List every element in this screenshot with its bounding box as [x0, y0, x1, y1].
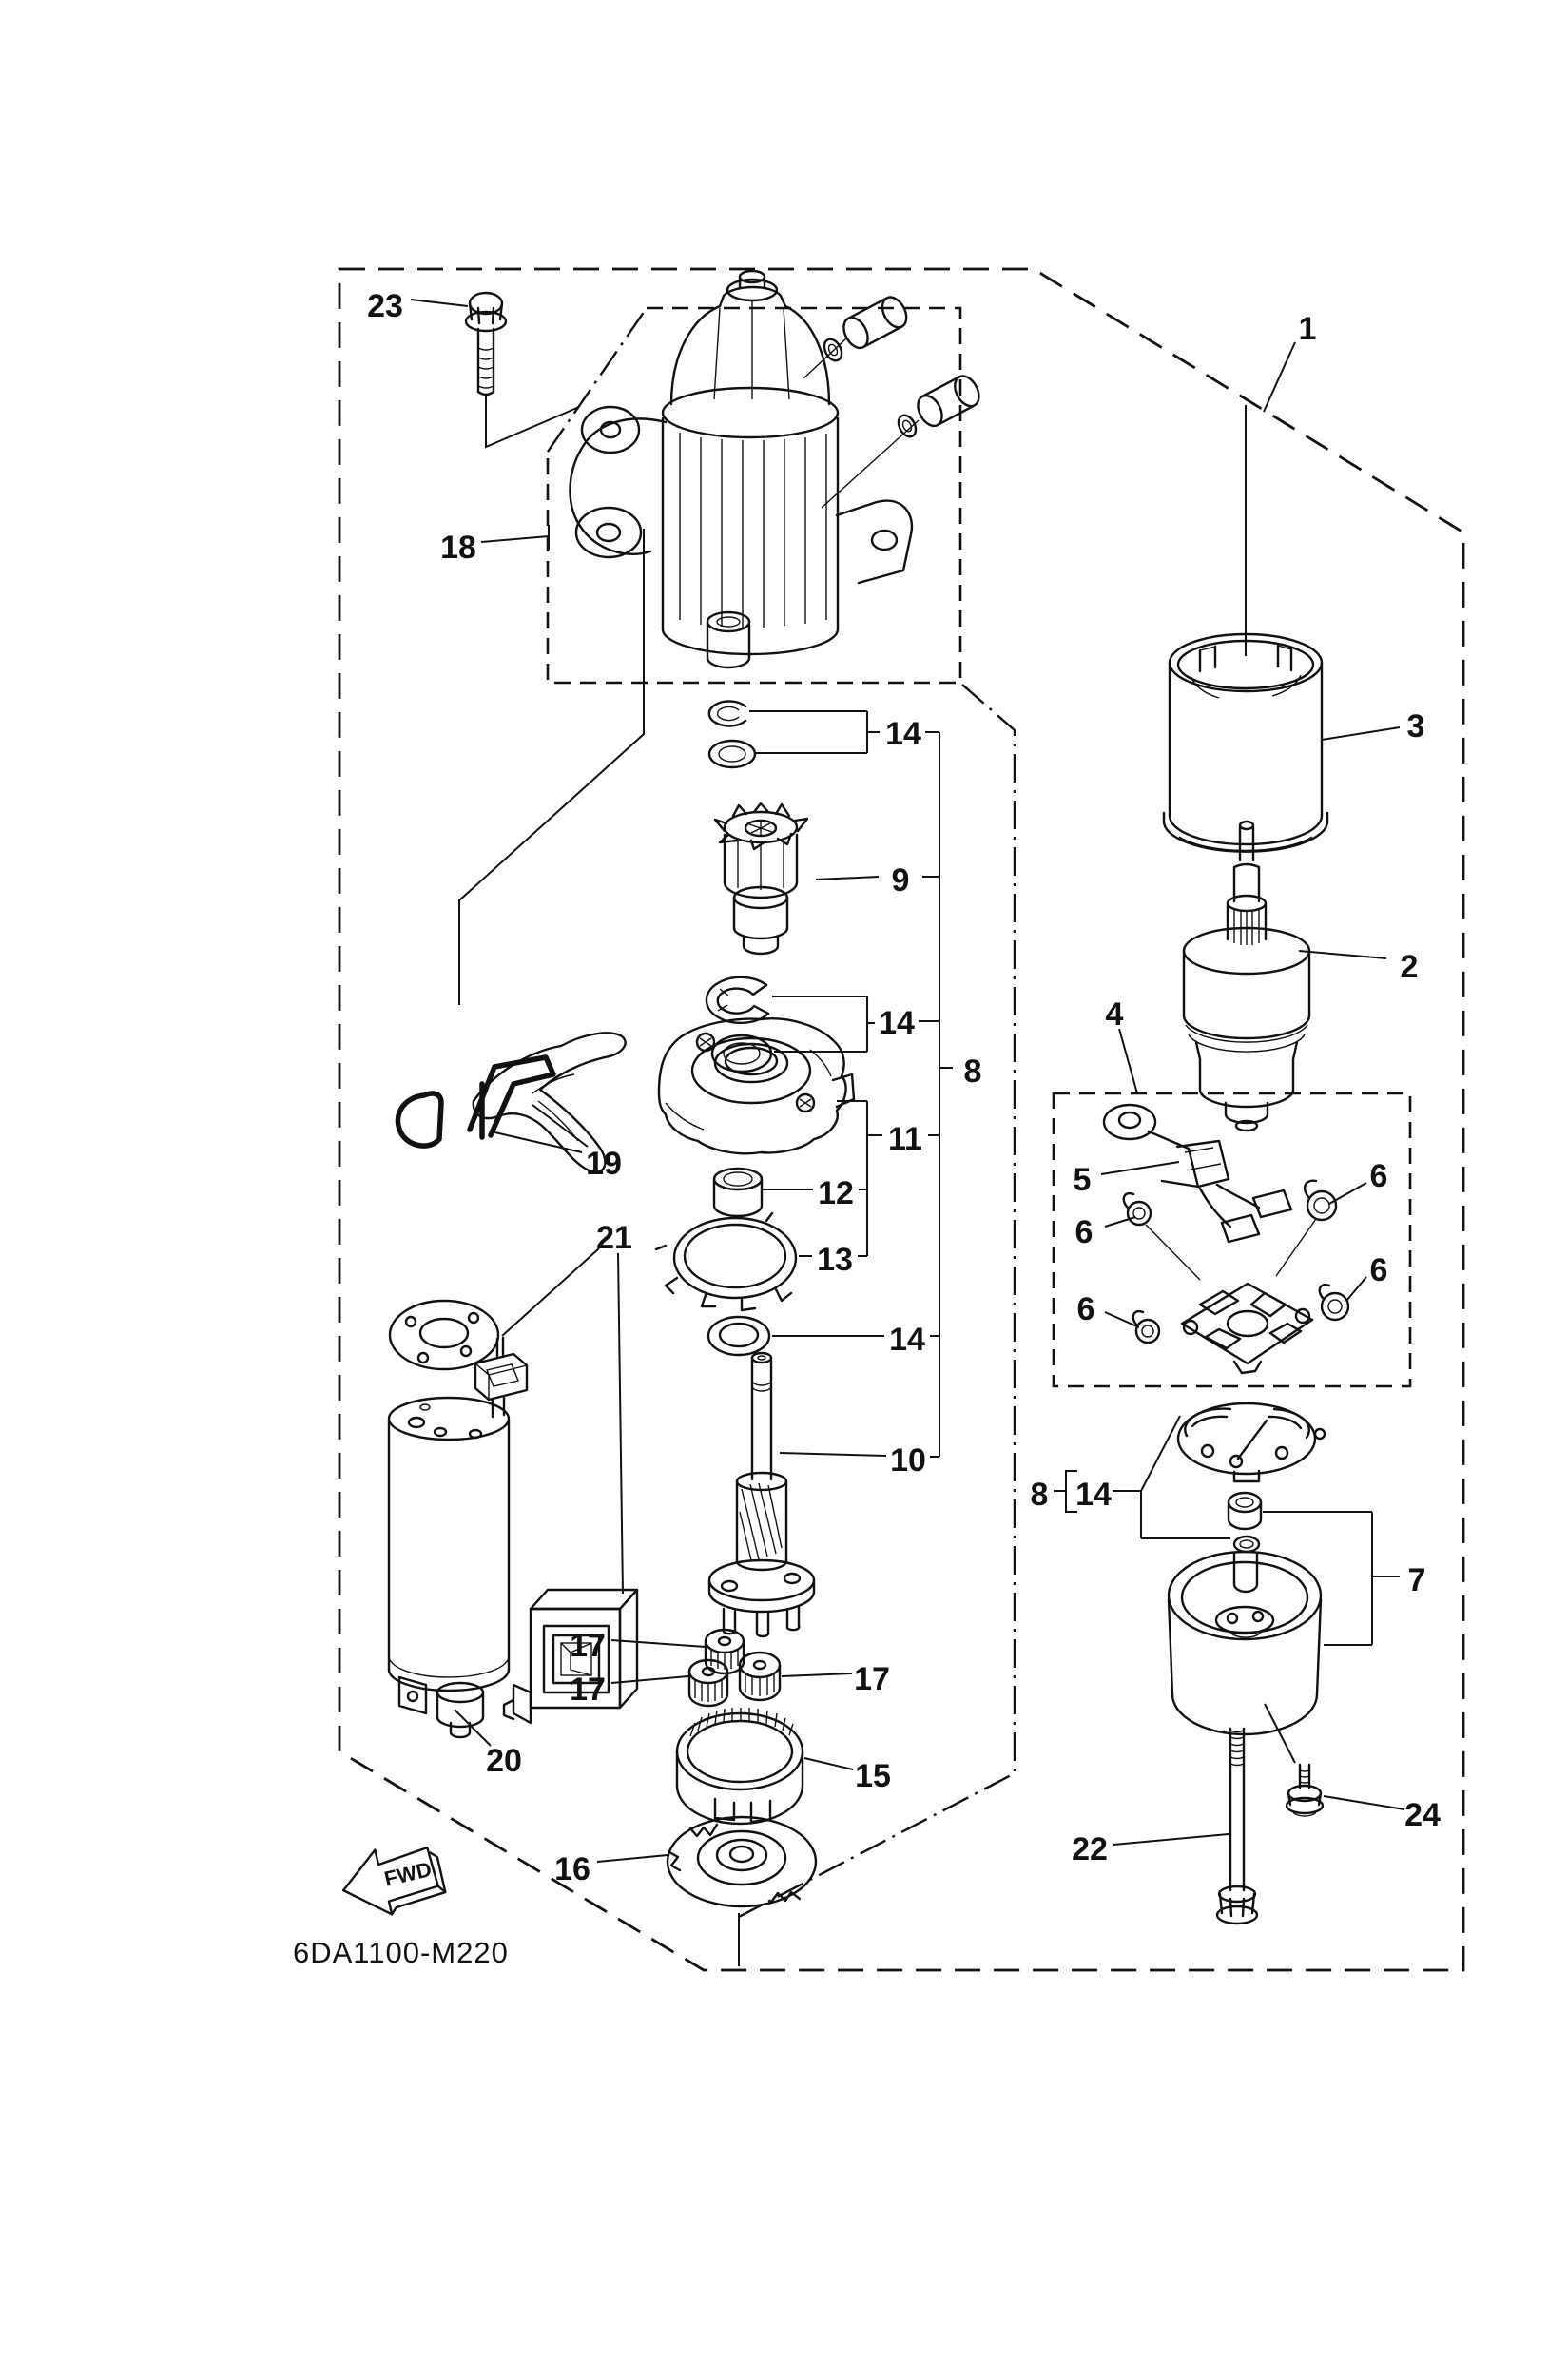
callout-14b: 14 [879, 1005, 915, 1041]
callout-6c: 6 [1370, 1252, 1388, 1288]
part-21-relay-bracket [502, 1588, 639, 1725]
callout-5: 5 [1074, 1162, 1092, 1198]
part-6-brush-springs [1122, 1179, 1350, 1344]
part-21-washer-plate [388, 1299, 500, 1371]
part4-dashed-box [1052, 1092, 1412, 1388]
callout-19: 19 [586, 1146, 622, 1182]
part-11-clutch-housing [657, 1017, 856, 1155]
callout-2: 2 [1401, 949, 1419, 985]
callout-22: 22 [1072, 1831, 1108, 1867]
part18-dashed-box [546, 306, 962, 685]
part-2-armature [1182, 820, 1311, 1132]
callout-labels: 23 18 1 3 2 4 14 9 14 8 11 12 13 5 6 6 6… [367, 288, 1441, 1887]
part-15-ring-gear [675, 1708, 804, 1826]
inner-subassembly-boundary [738, 684, 1016, 1919]
diagram-code: 6DA1100-M220 [293, 1936, 509, 1969]
callout-21: 21 [596, 1220, 632, 1256]
callout-17c: 17 [854, 1661, 890, 1697]
callout-8: 8 [964, 1054, 982, 1090]
part-18-starter-motor-assembly [569, 269, 980, 669]
part-13-lock-plate [654, 1211, 798, 1312]
leader-lines [410, 299, 1405, 1863]
callout-23: 23 [367, 288, 403, 324]
callout-17a: 17 [570, 1628, 606, 1664]
part-19-shift-fork-and-clips [395, 1032, 627, 1173]
callout-16: 16 [554, 1851, 590, 1887]
part-14-washer-lower [707, 1315, 771, 1357]
callout-11: 11 [888, 1121, 922, 1157]
callout-13: 13 [817, 1242, 853, 1278]
callout-6b: 6 [1075, 1214, 1094, 1250]
assembly-reference-lines [458, 394, 1296, 1966]
callout-14d: 14 [1075, 1477, 1112, 1513]
part-14-brush-end-plate-group [1176, 1402, 1326, 1554]
part-10-drive-shaft [707, 1351, 816, 1638]
callout-6d: 6 [1077, 1291, 1095, 1327]
callout-14a: 14 [885, 716, 921, 752]
callout-9: 9 [892, 862, 910, 899]
fwd-arrow: FWD [341, 1846, 447, 1916]
callout-6a: 6 [1370, 1158, 1388, 1194]
outer-assembly-boundary [338, 267, 1465, 1972]
callout-14c: 14 [889, 1322, 925, 1358]
part-22-through-bolt [1215, 1727, 1259, 1925]
part-16-thrust-plate [666, 1815, 818, 1908]
callout-8b: 8 [1031, 1477, 1049, 1513]
part-7-end-frame [1167, 1550, 1323, 1736]
callout-20: 20 [486, 1743, 522, 1779]
callout-4: 4 [1106, 996, 1124, 1033]
part-4-brush-holder-plate [1145, 1218, 1317, 1375]
callout-7: 7 [1408, 1562, 1426, 1598]
part-3-yoke-housing [1162, 632, 1329, 853]
part-14-circlip-washer-upper [707, 700, 757, 769]
callout-10: 10 [890, 1442, 926, 1479]
callout-17b: 17 [570, 1672, 606, 1708]
callout-15: 15 [855, 1758, 891, 1794]
part-24-screw [1285, 1763, 1325, 1817]
part-9-pinion-gear [713, 802, 809, 956]
part-20-magnetic-switch [387, 1336, 529, 1739]
part-17-planet-gears [687, 1628, 782, 1708]
callout-12: 12 [818, 1175, 854, 1211]
part-5-brush-assembly [1102, 1103, 1293, 1244]
part-12-bushing [712, 1167, 764, 1218]
callout-18: 18 [440, 530, 476, 566]
fwd-arrow-label: FWD [382, 1857, 434, 1891]
callout-1: 1 [1299, 311, 1317, 347]
callout-3: 3 [1407, 708, 1425, 744]
callout-24: 24 [1404, 1797, 1441, 1833]
part-23-bolt [464, 291, 508, 396]
